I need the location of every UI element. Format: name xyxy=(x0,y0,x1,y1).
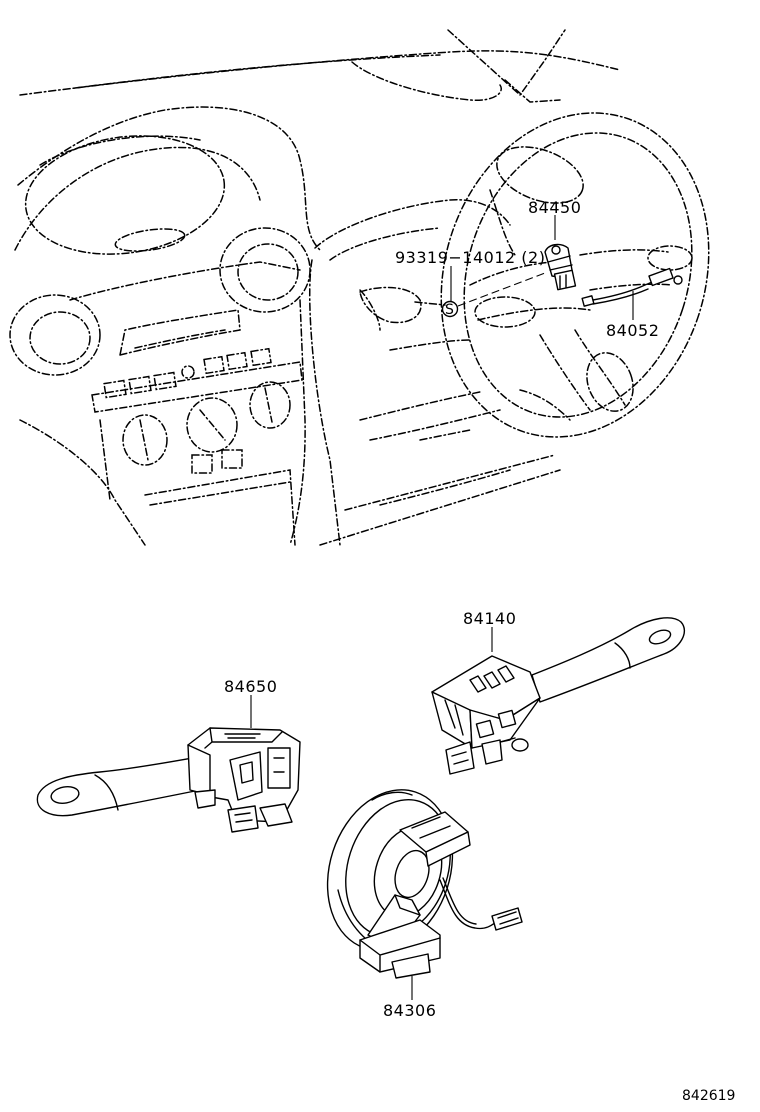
wiper-switch-84650 xyxy=(36,695,301,833)
dashboard-outline xyxy=(9,29,710,546)
horn-cable-84052 xyxy=(581,267,683,320)
label-84306: 84306 xyxy=(383,1001,436,1020)
catalog-code: 842619 xyxy=(682,1088,735,1104)
spiral-cable-84306 xyxy=(326,789,523,1000)
connector-84450 xyxy=(544,215,577,291)
screw-93319: S xyxy=(441,266,546,318)
label-93319: 93319−14012 (2) xyxy=(395,248,545,267)
label-84052: 84052 xyxy=(606,321,659,340)
label-84140: 84140 xyxy=(463,609,516,628)
part-labels: 84450 93319−14012 (2) 84052 84140 84650 … xyxy=(224,198,735,1104)
label-84450: 84450 xyxy=(528,198,581,217)
turn-signal-switch-84140 xyxy=(431,617,686,775)
svg-text:S: S xyxy=(445,302,454,318)
label-84650: 84650 xyxy=(224,677,277,696)
